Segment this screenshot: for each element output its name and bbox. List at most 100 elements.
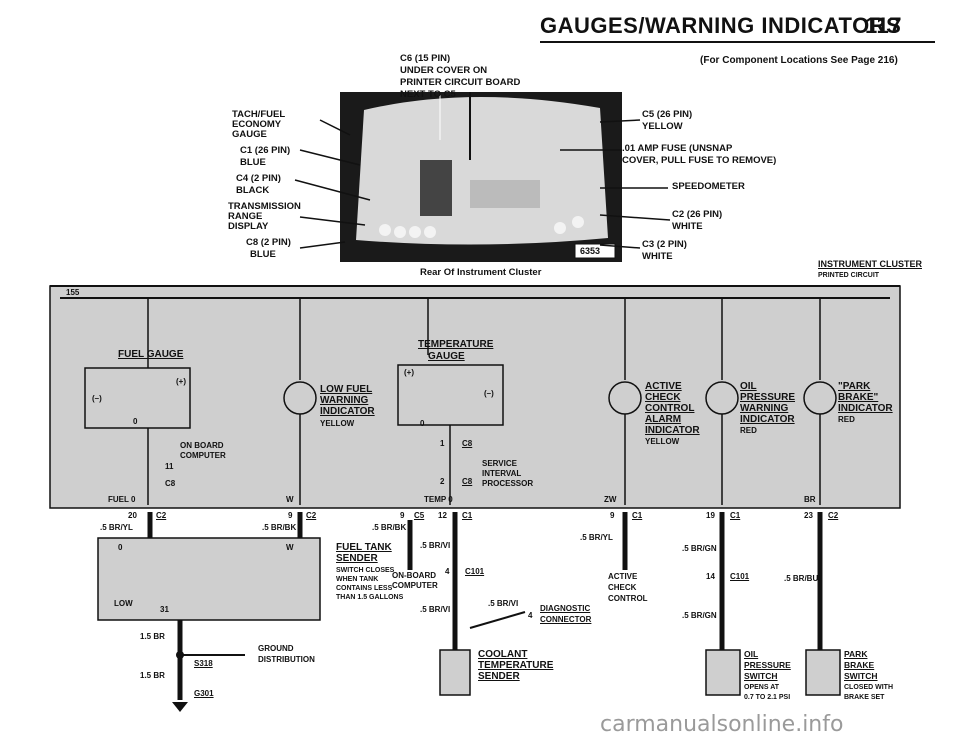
park-label-2: BRAKE": [838, 392, 879, 403]
fuel-tank-sender-2: SENDER: [336, 553, 378, 564]
pin-1-c8: 1: [440, 439, 445, 448]
sender-low: LOW: [114, 599, 133, 608]
pin-9-a: 9: [288, 511, 293, 520]
trans-label-3: DISPLAY: [228, 221, 269, 232]
gauge-boxes: [84, 364, 504, 429]
zw-pin: ZW: [604, 495, 617, 504]
c2-label-2: WHITE: [672, 221, 703, 232]
fuel-plus: (+): [176, 377, 186, 386]
sender-31: 31: [160, 605, 169, 614]
park-label-3: INDICATOR: [838, 403, 893, 414]
c8-label-1: C8 (2 PIN): [246, 237, 291, 248]
pin-19: 19: [706, 511, 715, 520]
page-number: 117: [865, 13, 902, 38]
park-switch-label-3: SWITCH: [844, 671, 878, 681]
oil-switch-label-2: PRESSURE: [744, 660, 791, 670]
fuse-label-2: COVER, PULL FUSE TO REMOVE): [622, 155, 777, 166]
harness-wires: [147, 512, 823, 700]
check-control-label-2: CHECK: [645, 392, 681, 403]
active-check-label-1: ACTIVE: [608, 572, 638, 581]
sender-0: 0: [118, 543, 123, 552]
ground-dist-2: DISTRIBUTION: [258, 655, 315, 664]
check-control-label-5: INDICATOR: [645, 425, 700, 436]
wire-br-vi-2: .5 BR/VI: [420, 605, 451, 614]
pin-11: 11: [165, 462, 174, 471]
splice-s318: S318: [194, 659, 213, 668]
check-control-label-1: ACTIVE: [645, 381, 682, 392]
tach-label-1: TACH/FUEL: [232, 109, 286, 120]
connector-c1-a: C1: [462, 511, 473, 520]
connector-c5: C5: [414, 511, 425, 520]
oil-switch-box: [705, 649, 741, 696]
wire-br-vi-3: .5 BR/VI: [488, 599, 519, 608]
wire-br-vi-1: .5 BR/VI: [420, 541, 451, 550]
watermark: carmanualsonline.info: [600, 712, 844, 737]
onboard2-label-2: COMPUTER: [392, 581, 438, 590]
park-switch-label-1: PARK: [844, 649, 868, 659]
fuel-tank-sender-1: FUEL TANK: [336, 542, 392, 553]
low-fuel-color: YELLOW: [320, 419, 355, 428]
tach-label-2: ECONOMY: [232, 119, 282, 130]
switch-note-2: WHEN TANK: [336, 576, 379, 583]
pin-9-c: 9: [610, 511, 615, 520]
c4-label-1: C4 (2 PIN): [236, 173, 281, 184]
low-fuel-label-1: LOW FUEL: [320, 384, 373, 395]
oil-switch-label-1: OIL: [744, 649, 759, 659]
printed-circuit-label: PRINTED CIRCUIT: [818, 272, 880, 279]
c6-label-4: NEXT TO C5: [400, 89, 456, 100]
right-leaders: [560, 119, 671, 249]
park-note-2: BRAKE SET: [844, 694, 885, 701]
coolant-label-2: TEMPERATURE: [478, 660, 554, 671]
temp-gauge-label-2: GAUGE: [428, 351, 465, 362]
c8-a: C8: [165, 479, 176, 488]
w-pin: W: [286, 495, 294, 504]
active-check-label-2: CHECK: [608, 583, 637, 592]
fuel-zero: 0: [133, 417, 138, 426]
connector-c101-a: C101: [465, 567, 485, 576]
c8-c: C8: [462, 477, 473, 486]
diagnostic-label-2: CONNECTOR: [540, 615, 592, 624]
connector-drops: [147, 414, 821, 505]
check-control-label-3: CONTROL: [645, 403, 695, 414]
c1-label-1: C1 (26 PIN): [240, 145, 291, 156]
switch-note-3: CONTAINS LESS: [336, 585, 393, 592]
wire-br-bk-1: .5 BR/BK: [262, 523, 297, 532]
park-color: RED: [838, 415, 855, 424]
oil-label-1: OIL: [740, 381, 757, 392]
check-control-color: YELLOW: [645, 437, 680, 446]
low-fuel-label-3: INDICATOR: [320, 406, 375, 417]
park-switch-label-2: BRAKE: [844, 660, 875, 670]
c1-label-2: BLUE: [240, 157, 266, 168]
tach-label-3: GAUGE: [232, 129, 267, 140]
check-control-label-4: ALARM: [645, 414, 682, 425]
wire-br-gn-2: .5 BR/GN: [682, 611, 717, 620]
connector-c2-a: C2: [156, 511, 167, 520]
pin-4-a: 4: [445, 567, 450, 576]
oil-label-2: PRESSURE: [740, 392, 796, 403]
c8-label-2: BLUE: [250, 249, 276, 260]
photo-caption: Rear Of Instrument Cluster: [420, 267, 542, 278]
oil-color: RED: [740, 426, 757, 435]
c6-label-2: UNDER COVER ON: [400, 65, 488, 76]
c5-label-2: YELLOW: [642, 121, 683, 132]
switch-note-4: THAN 1.5 GALLONS: [336, 594, 404, 601]
onboard-label-1: ON BOARD: [180, 441, 224, 450]
pin-20: 20: [128, 511, 137, 520]
temp-gauge-label-1: TEMPERATURE: [418, 339, 494, 350]
trans-label-1: TRANSMISSION: [228, 201, 301, 212]
cluster-photo: [340, 92, 622, 262]
temp-plus: (+): [404, 368, 414, 377]
page-title: GAUGES/WARNING INDICATORS: [540, 13, 902, 38]
connector-c2-b: C2: [306, 511, 317, 520]
oil-note-1: OPENS AT: [744, 684, 780, 691]
photo-number: 6353: [580, 246, 601, 256]
connector-c2-c: C2: [828, 511, 839, 520]
service-label-2: INTERVAL: [482, 469, 522, 478]
service-label-3: PROCESSOR: [482, 479, 534, 488]
speedometer-label: SPEEDOMETER: [672, 181, 745, 192]
pin-4-b: 4: [528, 611, 533, 620]
diagnostic-wire: [469, 611, 526, 629]
br-pin: BR: [804, 495, 816, 504]
wire-br-bu: .5 BR/BU: [784, 574, 819, 583]
